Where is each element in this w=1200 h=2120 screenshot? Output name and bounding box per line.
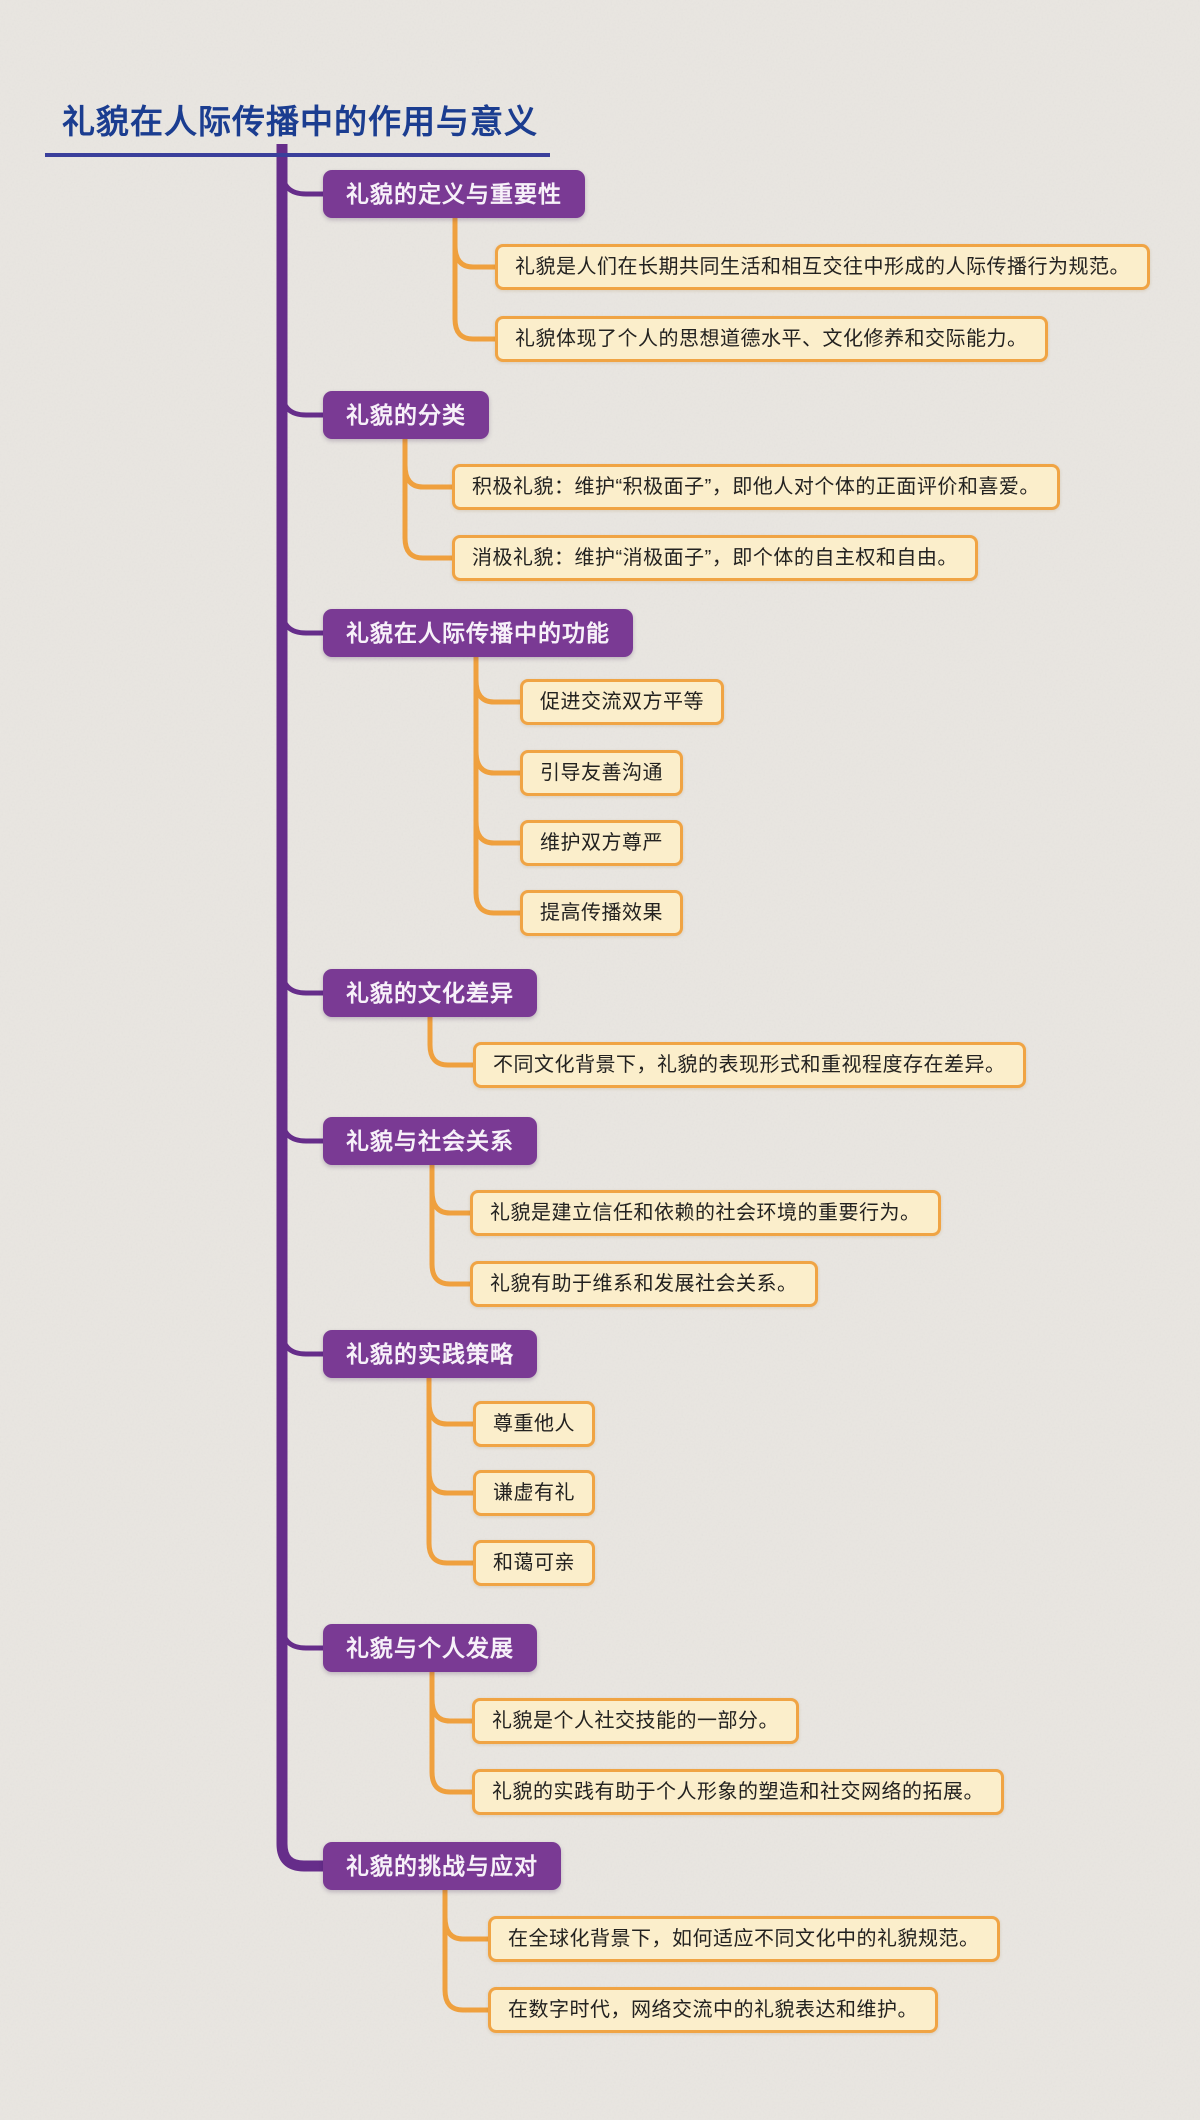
leaf-node-5-1[interactable]: 礼貌是建立信任和依赖的社会环境的重要行为。 [470,1190,941,1236]
leaf-node-1-2[interactable]: 礼貌体现了个人的思想道德水平、文化修养和交际能力。 [495,316,1048,362]
leaf-node-3-1[interactable]: 促进交流双方平等 [520,679,724,725]
branch-node-5[interactable]: 礼貌与社会关系 [323,1117,537,1165]
branch-node-3[interactable]: 礼貌在人际传播中的功能 [323,609,633,657]
leaf-node-6-3[interactable]: 和蔼可亲 [473,1540,595,1586]
leaf-node-4-1[interactable]: 不同文化背景下，礼貌的表现形式和重视程度存在差异。 [473,1042,1026,1088]
leaf-node-8-1[interactable]: 在全球化背景下，如何适应不同文化中的礼貌规范。 [488,1916,1000,1962]
branch-node-6[interactable]: 礼貌的实践策略 [323,1330,537,1378]
branch-node-4[interactable]: 礼貌的文化差异 [323,969,537,1017]
branch-node-8[interactable]: 礼貌的挑战与应对 [323,1842,561,1890]
root-title[interactable]: 礼貌在人际传播中的作用与意义 [45,95,550,157]
leaf-node-5-2[interactable]: 礼貌有助于维系和发展社会关系。 [470,1261,818,1307]
leaf-node-3-4[interactable]: 提高传播效果 [520,890,683,936]
branch-node-2[interactable]: 礼貌的分类 [323,391,489,439]
leaf-node-2-1[interactable]: 积极礼貌：维护“积极面子”，即他人对个体的正面评价和喜爱。 [452,464,1060,510]
leaf-node-3-2[interactable]: 引导友善沟通 [520,750,683,796]
branch-node-7[interactable]: 礼貌与个人发展 [323,1624,537,1672]
leaf-node-7-2[interactable]: 礼貌的实践有助于个人形象的塑造和社交网络的拓展。 [472,1769,1004,1815]
branch-node-1[interactable]: 礼貌的定义与重要性 [323,170,585,218]
leaf-node-3-3[interactable]: 维护双方尊严 [520,820,683,866]
leaf-node-6-1[interactable]: 尊重他人 [473,1401,595,1447]
leaf-node-7-1[interactable]: 礼貌是个人社交技能的一部分。 [472,1698,799,1744]
leaf-node-8-2[interactable]: 在数字时代，网络交流中的礼貌表达和维护。 [488,1987,938,2033]
leaf-node-1-1[interactable]: 礼貌是人们在长期共同生活和相互交往中形成的人际传播行为规范。 [495,244,1150,290]
leaf-node-6-2[interactable]: 谦虚有礼 [473,1470,595,1516]
leaf-node-2-2[interactable]: 消极礼貌：维护“消极面子”，即个体的自主权和自由。 [452,535,978,581]
